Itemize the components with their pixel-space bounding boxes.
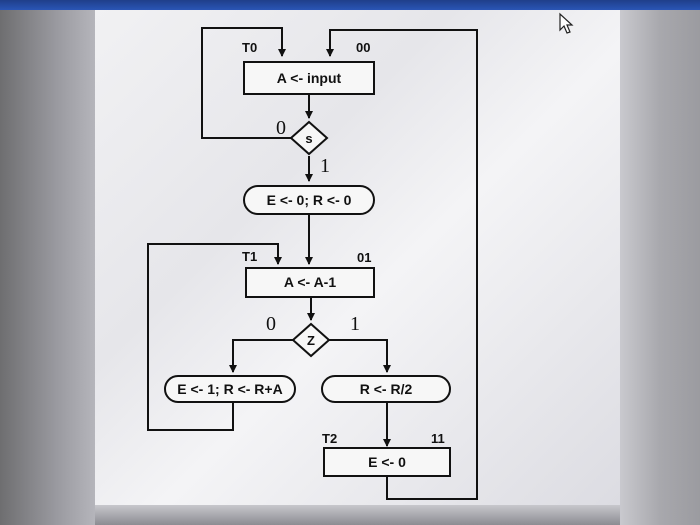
- monitor-bottom-edge: [95, 505, 620, 525]
- loop-return-line: [326, 29, 478, 500]
- loop-z-zero-line: [147, 243, 282, 431]
- state-11-code: 11: [431, 431, 445, 446]
- state-t0-label: T0: [242, 40, 257, 55]
- cond-box-half-text: R <- R/2: [360, 381, 413, 397]
- state-box-a-dec-text: A <- A-1: [284, 274, 336, 290]
- state-00-code: 00: [356, 40, 370, 55]
- state-01-code: 01: [357, 250, 371, 265]
- decision-s: [289, 120, 329, 156]
- decision-s-text: s: [305, 131, 312, 146]
- decision-z-text: Z: [307, 333, 315, 348]
- branch-z-one-label: 1: [350, 313, 360, 335]
- screen-top-bar: [0, 0, 700, 10]
- state-t2-label: T2: [322, 431, 337, 446]
- state-box-e-clear: [323, 447, 451, 477]
- cond-box-reset: [243, 185, 375, 215]
- mouse-pointer-icon: [559, 12, 574, 34]
- decision-z: [291, 322, 331, 358]
- cond-box-set-text: E <- 1; R <- R+A: [177, 381, 282, 397]
- branch-s-zero-label: 0: [276, 117, 286, 139]
- state-box-a-dec: [245, 267, 375, 298]
- flow-z-one: [329, 339, 391, 373]
- monitor-bezel-left: [0, 10, 95, 525]
- state-box-e-clear-text: E <- 0: [368, 454, 406, 470]
- cond-box-set: [164, 375, 296, 403]
- loop-s-zero-line: [201, 27, 293, 139]
- branch-z-zero-label: 0: [266, 313, 276, 335]
- cond-box-half: [321, 375, 451, 403]
- cond-box-reset-text: E <- 0; R <- 0: [267, 192, 352, 208]
- monitor-bezel-right: [620, 10, 700, 525]
- branch-s-one-label: 1: [320, 155, 330, 177]
- state-t1-label: T1: [242, 249, 257, 264]
- state-box-a-input: [243, 61, 375, 95]
- state-box-a-input-text: A <- input: [277, 70, 342, 86]
- flow-z-zero: [229, 339, 293, 373]
